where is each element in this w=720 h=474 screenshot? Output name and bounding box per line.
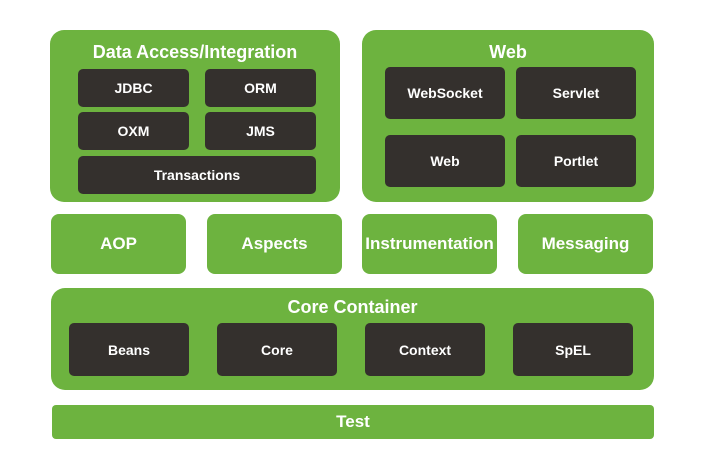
- module-servlet: Servlet: [516, 67, 636, 119]
- module-oxm: OXM: [78, 112, 189, 150]
- data-access-integration-group: Data Access/Integration JDBC ORM OXM JMS…: [50, 30, 340, 202]
- web-title: Web: [489, 42, 527, 62]
- module-aop: AOP: [51, 214, 186, 274]
- module-portlet: Portlet: [516, 135, 636, 187]
- module-messaging: Messaging: [518, 214, 653, 274]
- module-core: Core: [217, 323, 337, 376]
- module-aspects: Aspects: [207, 214, 342, 274]
- module-instrumentation: Instrumentation: [362, 214, 497, 274]
- module-orm: ORM: [205, 69, 316, 107]
- module-test: Test: [52, 405, 654, 439]
- module-spel: SpEL: [513, 323, 633, 376]
- data-access-title: Data Access/Integration: [92, 42, 298, 62]
- web-group: Web WebSocket Servlet Web Portlet: [362, 30, 654, 202]
- module-web: Web: [385, 135, 505, 187]
- module-websocket: WebSocket: [385, 67, 505, 119]
- module-jdbc: JDBC: [78, 69, 189, 107]
- module-transactions: Transactions: [78, 156, 316, 194]
- core-container-title: Core Container: [287, 297, 418, 317]
- module-jms: JMS: [205, 112, 316, 150]
- core-container-group: Core Container Beans Core Context SpEL: [51, 288, 654, 390]
- module-beans: Beans: [69, 323, 189, 376]
- module-context: Context: [365, 323, 485, 376]
